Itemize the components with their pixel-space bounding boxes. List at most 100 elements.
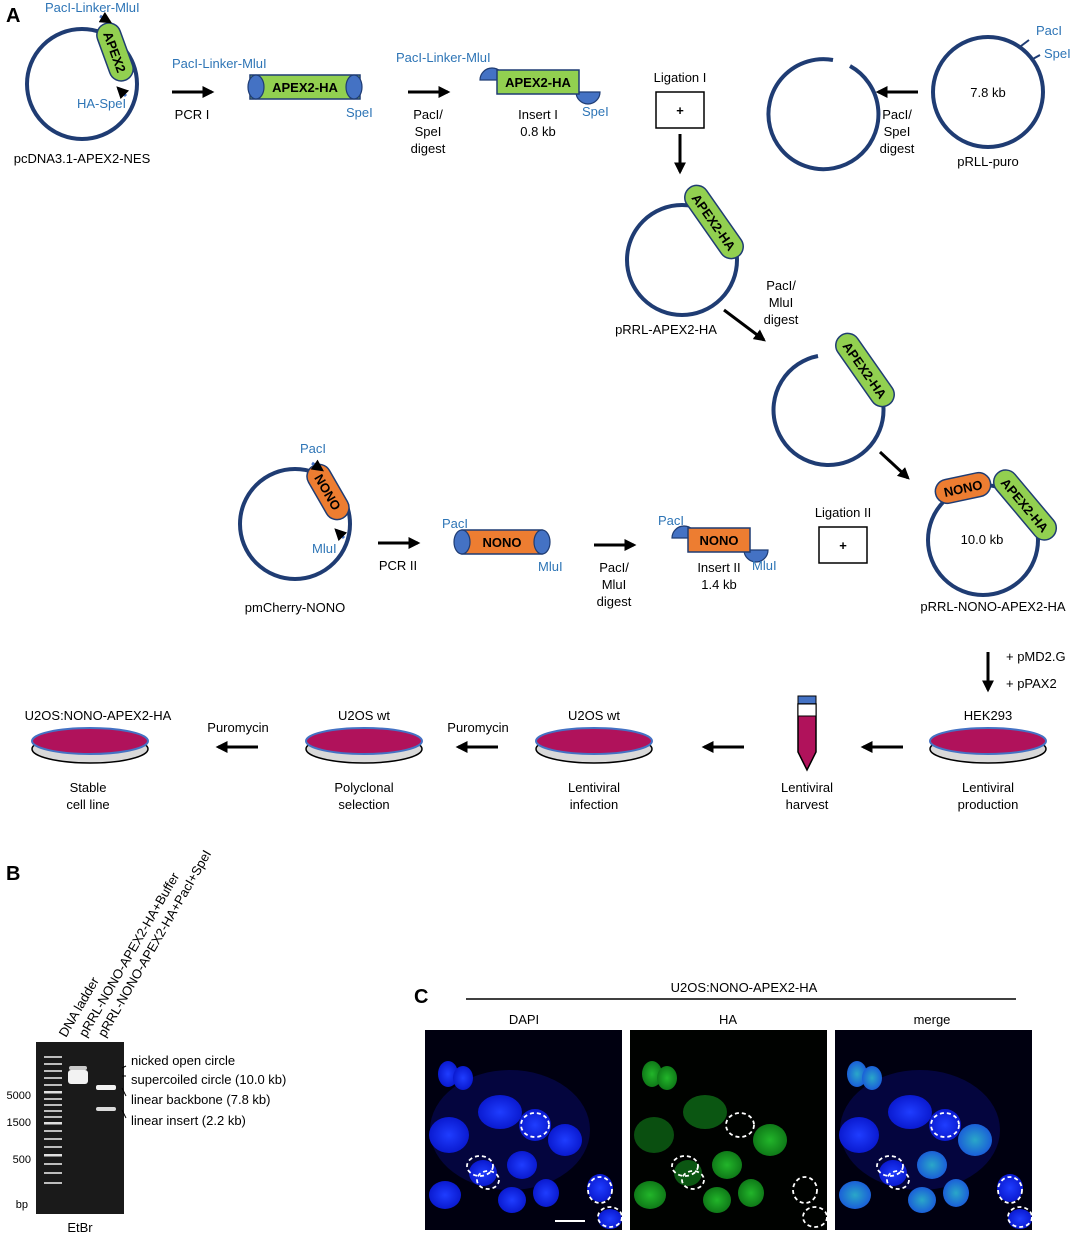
insert-1: APEX2-HA — [479, 67, 601, 105]
gel-lane-label-2: pRRL-NONO-APEX2-HA+Buffer — [76, 869, 183, 1039]
ligation2-box — [818, 526, 868, 564]
step-digest-4b: MluI — [602, 577, 627, 592]
step-digest-3a: PacI/ — [766, 278, 796, 293]
pcr-product-apex2ha: APEX2-HA — [247, 74, 363, 100]
micro-panel-dapi — [425, 1030, 623, 1230]
micro-panel-ha — [630, 1030, 828, 1230]
gene-nono-insert: NONO — [700, 533, 739, 548]
cell-stable-desc-1: Stable — [70, 780, 107, 795]
band-label-ticks — [121, 1065, 127, 1119]
micro-title: U2OS:NONO-APEX2-HA — [671, 980, 818, 995]
plasmid-label-prll-apex: pRRL-APEX2-HA — [615, 322, 717, 337]
channel-label-ha: HA — [719, 1012, 737, 1027]
site-label-pacl-linker-3: PacI-Linker-MluI — [396, 50, 491, 65]
cell-label-u2os-1: U2OS wt — [568, 708, 620, 723]
step-digest-4c: digest — [597, 594, 632, 609]
panel-label-c: C — [414, 986, 428, 1008]
plasmid-label-prrl-nono: pRRL-NONO-APEX2-HA — [920, 599, 1066, 614]
primer-arrow-forward-2 — [310, 459, 324, 472]
plasmid-pcdna: APEX2 — [25, 11, 139, 141]
backbone-open-1 — [766, 57, 881, 172]
site-label-ha-spel: HA-SpeI — [77, 96, 126, 111]
insert2-label: Insert II — [697, 560, 740, 575]
cell-label-u2os-nono: U2OS:NONO-APEX2-HA — [25, 708, 172, 723]
band-label-1: nicked open circle — [131, 1053, 235, 1068]
gel-lane-label-3: pRRL-NONO-APEX2-HA+PacI+SpeI — [95, 847, 215, 1039]
gene-apex2ha-insert: APEX2-HA — [505, 75, 571, 90]
ligation1-plus: + — [676, 103, 684, 118]
ligation2-plus: + — [839, 538, 847, 553]
cell-stable-desc-2: cell line — [66, 797, 109, 812]
step-digest-2a: PacI/ — [882, 107, 912, 122]
insert1-size: 0.8 kb — [520, 124, 555, 139]
band-supercoiled — [68, 1070, 88, 1084]
gel-stain-label: EtBr — [67, 1220, 93, 1234]
plasmid-prrl-nono: NONO APEX2-HA 10.0 kb — [926, 469, 1058, 597]
site-label-pacl-2: PacI — [300, 441, 326, 456]
ladder-label-5000: 5000 — [7, 1090, 31, 1102]
ligation1-box — [655, 91, 705, 129]
band-insert — [96, 1107, 116, 1111]
step-digest-1b: SpeI — [415, 124, 442, 139]
site-label-spel-2: SpeI — [582, 104, 609, 119]
tube-icon — [797, 695, 817, 772]
site-label-mlul-1: MluI — [312, 541, 337, 556]
band-label-3: linear backbone (7.8 kb) — [131, 1092, 270, 1107]
cell-label-hek: HEK293 — [964, 708, 1012, 723]
site-label-spel-3: SpeI — [1044, 46, 1071, 61]
step-digest-1a: PacI/ — [413, 107, 443, 122]
site-label-pacl-1: PacI — [1036, 23, 1062, 38]
ladder-label-500: 500 — [13, 1154, 31, 1166]
backbone-open-2: APEX2-HA — [771, 332, 895, 467]
band-nicked — [69, 1066, 87, 1070]
plasmid-label-pcdna: pcDNA3.1-APEX2-NES — [14, 151, 151, 166]
cell-poly-desc-1: Polyclonal — [334, 780, 393, 795]
cell-inf-desc-1: Lentiviral — [568, 780, 620, 795]
prrl-nono-size: 10.0 kb — [961, 532, 1004, 547]
step-digest-4a: PacI/ — [599, 560, 629, 575]
ladder-label-1500: 1500 — [7, 1117, 31, 1129]
helper-ppax2: + pPAX2 — [1006, 676, 1057, 691]
insert2-size: 1.4 kb — [701, 577, 736, 592]
step-digest-2c: digest — [880, 141, 915, 156]
site-label-mlul-2: MluI — [538, 559, 563, 574]
puromycin-label-1: Puromycin — [447, 720, 508, 735]
plasmid-label-pmcherry: pmCherry-NONO — [245, 600, 345, 615]
band-label-4: linear insert (2.2 kb) — [131, 1113, 246, 1128]
cell-harvest-desc-2: harvest — [786, 797, 829, 812]
dish-stable — [31, 727, 149, 764]
site-label-pacl-3: PacI — [442, 516, 468, 531]
pcr-product-nono: NONO — [453, 529, 551, 555]
step-digest-3c: digest — [764, 312, 799, 327]
insert1-label: Insert I — [518, 107, 558, 122]
ligation1-label: Ligation I — [654, 70, 707, 85]
cell-label-u2os-2: U2OS wt — [338, 708, 390, 723]
gene-nono-pcr: NONO — [483, 535, 522, 550]
arrow-digest-3 — [723, 308, 766, 342]
micro-panel-merge — [835, 1030, 1033, 1230]
site-label-pacl-4: PacI — [658, 513, 684, 528]
channel-label-dapi: DAPI — [509, 1012, 539, 1027]
cell-inf-desc-2: infection — [570, 797, 618, 812]
cell-poly-desc-2: selection — [338, 797, 389, 812]
step-digest-2b: SpeI — [884, 124, 911, 139]
insert-2: NONO — [671, 525, 769, 563]
primer-arrow-forward — [98, 11, 113, 24]
gel-image — [36, 1042, 124, 1214]
helper-pmd2g: + pMD2.G — [1006, 649, 1066, 664]
primer-arrow-reverse — [116, 86, 130, 100]
puromycin-label-2: Puromycin — [207, 720, 268, 735]
dish-u2os-selection — [305, 727, 423, 764]
ladder-unit: bp — [16, 1199, 28, 1211]
cell-hek-desc-2: production — [958, 797, 1019, 812]
plasmid-label-prll-puro: pRLL-puro — [957, 154, 1018, 169]
plasmid-prll-apex: APEX2-HA — [625, 184, 744, 317]
site-label-mlul-3: MluI — [752, 558, 777, 573]
dish-u2os-infection — [535, 727, 653, 764]
prll-puro-size: 7.8 kb — [970, 85, 1005, 100]
band-backbone — [96, 1085, 116, 1090]
ligation2-label: Ligation II — [815, 505, 871, 520]
panel-label-a: A — [6, 5, 20, 27]
cell-hek-desc-1: Lentiviral — [962, 780, 1014, 795]
